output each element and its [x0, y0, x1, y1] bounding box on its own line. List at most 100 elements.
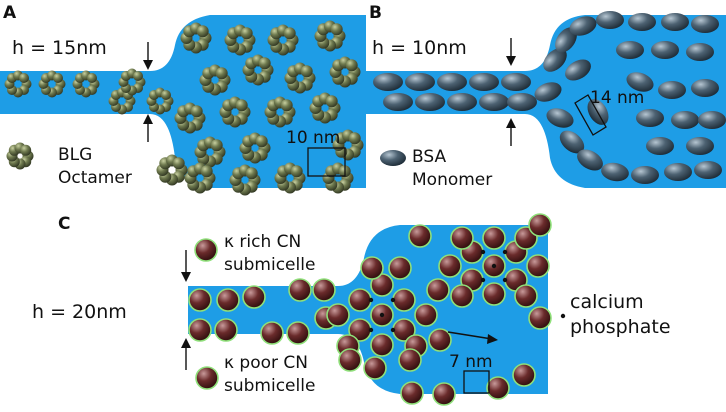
octamer-bead	[325, 95, 338, 108]
bsa-monomer	[507, 93, 537, 111]
bsa-monomer	[631, 166, 659, 184]
micelle-group-c	[188, 213, 552, 406]
panel-b: B h = 10nm 14 nm BSA Monomer	[366, 3, 726, 190]
scale-box-c	[463, 370, 490, 394]
casein-submicelle	[338, 348, 362, 372]
bsa-monomer	[601, 162, 629, 182]
octamer-bead	[345, 59, 358, 72]
arrowhead-b-top	[506, 56, 516, 66]
casein-submicelle	[398, 348, 422, 372]
octamer-bead	[258, 57, 271, 70]
calcium-phosphate-dot	[560, 313, 566, 319]
bsa-monomer	[415, 93, 445, 111]
legend-label-a-line2: Octamer	[58, 168, 132, 188]
nanocluster-arrowhead	[487, 334, 498, 344]
bsa-monomer	[565, 59, 591, 81]
octamer-bead	[283, 27, 296, 40]
arrowhead-c-top	[181, 272, 191, 282]
poor-label-line1: κ poor CN	[224, 353, 308, 373]
bsa-monomer	[698, 111, 726, 129]
octamer-bead	[240, 27, 253, 40]
blg-octamer	[224, 24, 256, 56]
legend-label-b-line2: Monomer	[412, 170, 492, 190]
casein-submicelle	[400, 381, 424, 405]
calcium-phosphate-nanocluster	[379, 312, 385, 318]
bsa-monomer	[546, 108, 574, 128]
panel-c: C h = 20nm κ rich CN submicelle κ poor C…	[32, 213, 671, 406]
casein-submicelle	[526, 254, 550, 278]
calcium-phosphate-nanocluster	[390, 297, 396, 303]
arrowhead-b-bottom	[506, 118, 516, 128]
panel-letter-c: C	[58, 214, 70, 234]
blg-octamer	[239, 132, 271, 164]
bsa-monomer	[671, 111, 699, 129]
blg-octamer	[72, 70, 100, 98]
casein-submicelle	[288, 278, 312, 302]
blg-octamer	[229, 164, 261, 196]
casein-submicelle	[450, 284, 474, 308]
casein-submicelle	[363, 356, 387, 380]
casein-submicelle	[414, 303, 438, 327]
scale-box-a	[307, 147, 346, 177]
bsa-monomer	[380, 150, 406, 166]
rich-label-line1: κ rich CN	[224, 232, 301, 252]
octamer-bead	[190, 105, 203, 118]
nanocluster-arrow	[447, 331, 493, 340]
octamer-bead	[348, 132, 361, 145]
octamer-bead	[53, 73, 63, 83]
casein-submicelle	[388, 256, 412, 280]
scale-box-b	[574, 94, 607, 136]
blg-octamer	[146, 87, 174, 115]
calcium-phosphate-nanocluster	[368, 327, 374, 333]
casein-submicelle	[326, 303, 350, 327]
calcium-phosphate-nanocluster	[480, 277, 486, 283]
bsa-monomer	[691, 15, 719, 33]
blg-octamer	[6, 142, 34, 170]
blg-octamer	[184, 162, 216, 194]
casein-submicelle	[216, 288, 240, 312]
blg-octamer	[108, 87, 136, 115]
casein-submicelle	[408, 224, 432, 248]
octamer-bead	[87, 73, 97, 83]
octamer-bead	[19, 73, 29, 83]
blg-octamer	[199, 64, 231, 96]
bsa-monomer	[559, 130, 585, 154]
octamer-bead	[290, 165, 303, 178]
octamer-bead	[161, 90, 171, 100]
blg-octamer	[180, 22, 212, 54]
octamer-bead	[210, 139, 223, 152]
bsa-monomer	[405, 73, 435, 91]
bsa-monomer	[383, 93, 413, 111]
bsa-monomer	[555, 27, 577, 53]
octamer-bead	[235, 99, 248, 112]
blg-octamer	[194, 136, 226, 168]
blg-octamer	[284, 62, 316, 94]
blg-octamer	[322, 162, 354, 194]
casein-submicelle	[450, 226, 474, 250]
blg-octamer	[267, 24, 299, 56]
arrowhead-a-bottom	[143, 114, 153, 124]
casein-submicelle	[486, 376, 510, 400]
casein-submicelle	[370, 333, 394, 357]
casein-submicelle	[426, 278, 450, 302]
legend-label-b-line1: BSA	[412, 147, 446, 167]
bsa-monomer	[534, 82, 562, 102]
bsa-monomer	[686, 43, 714, 61]
calcium-phosphate-nanocluster	[491, 263, 497, 269]
casein-submicelle	[242, 285, 266, 309]
octamer-bead	[330, 23, 343, 36]
calcium-phosphate-nanocluster	[368, 297, 374, 303]
casein-submicelle	[432, 382, 456, 406]
bsa-monomer	[469, 73, 499, 91]
casein-submicelle	[194, 238, 218, 262]
octamer-bead	[245, 167, 258, 180]
blg-octamer	[264, 96, 296, 128]
casein-submicelle	[286, 321, 310, 345]
blg-octamer	[219, 96, 251, 128]
height-label-b: h = 10nm	[372, 37, 467, 59]
bsa-monomer	[437, 73, 467, 91]
arrowhead-a-top	[143, 60, 153, 70]
bsa-monomer	[636, 109, 664, 127]
